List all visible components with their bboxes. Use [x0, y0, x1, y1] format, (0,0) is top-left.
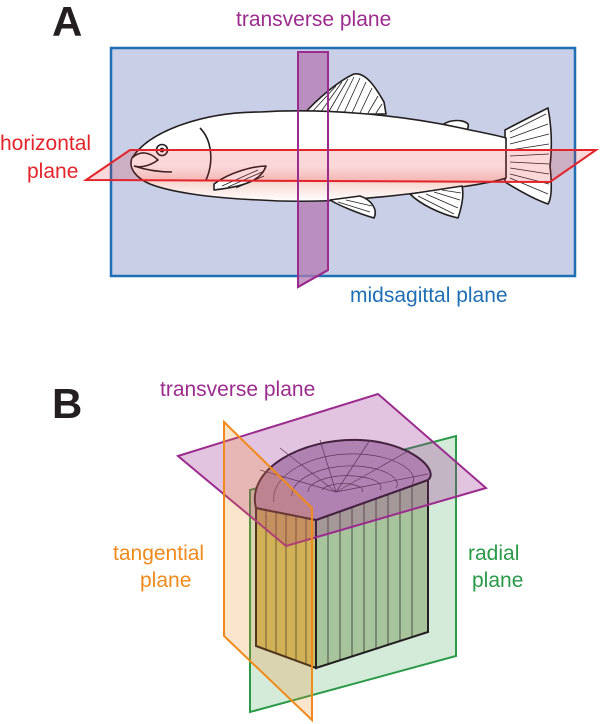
panel-b: B [52, 378, 523, 723]
transverse-plane-b-label: transverse plane [160, 378, 315, 401]
horizontal-plane-label-line2: plane [27, 160, 78, 183]
panel-a-letter: A [52, 0, 82, 45]
tangential-plane [223, 419, 313, 723]
transverse-plane-b [175, 392, 489, 548]
horizontal-plane-label-line1: horizontal [0, 132, 91, 155]
tangential-plane-label-line2: plane [140, 569, 191, 592]
radial-plane-label-line1: radial [468, 542, 519, 565]
tangential-plane-label-line1: tangential [113, 542, 204, 565]
wood-block [253, 438, 432, 670]
transverse-plane-a-label: transverse plane [236, 8, 391, 31]
panel-a: A [0, 0, 600, 307]
transverse-plane-a-front [297, 51, 329, 289]
horizontal-plane [82, 149, 600, 184]
panel-b-letter: B [52, 380, 82, 427]
fish-illustration [130, 73, 553, 219]
radial-plane-label-line2: plane [472, 569, 523, 592]
midsagittal-plane-label: midsagittal plane [350, 284, 508, 307]
